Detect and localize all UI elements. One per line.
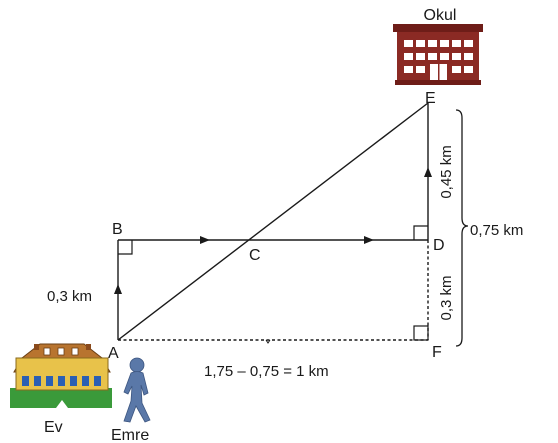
af-distance-label: 1,75 – 0,75 = 1 km — [204, 363, 329, 380]
house-icon — [10, 343, 112, 408]
school-building-icon — [393, 24, 483, 85]
af-midpoint-tick — [265, 339, 271, 344]
direction-arrow — [114, 167, 432, 294]
point-label-e: E — [425, 90, 436, 107]
person-label: Emre — [111, 427, 149, 443]
ab-distance-label: 0,3 km — [47, 288, 92, 305]
segment-ae — [117, 102, 429, 341]
person-icon — [123, 357, 151, 423]
home-label: Ev — [44, 419, 63, 436]
point-label-f: F — [432, 344, 442, 361]
point-label-d: D — [433, 237, 445, 254]
right-angle-marker — [118, 225, 429, 341]
point-label-b: B — [112, 221, 123, 238]
df-distance-label: 0,3 km — [438, 275, 455, 320]
school-label: Okul — [424, 7, 457, 24]
total-vertical-label: 0,75 km — [470, 222, 523, 239]
point-label-c: C — [249, 247, 261, 264]
de-distance-label: 0,45 km — [438, 145, 455, 198]
geometry-lines — [117, 102, 429, 341]
distance-brace — [455, 109, 469, 347]
point-label-a: A — [108, 345, 119, 362]
